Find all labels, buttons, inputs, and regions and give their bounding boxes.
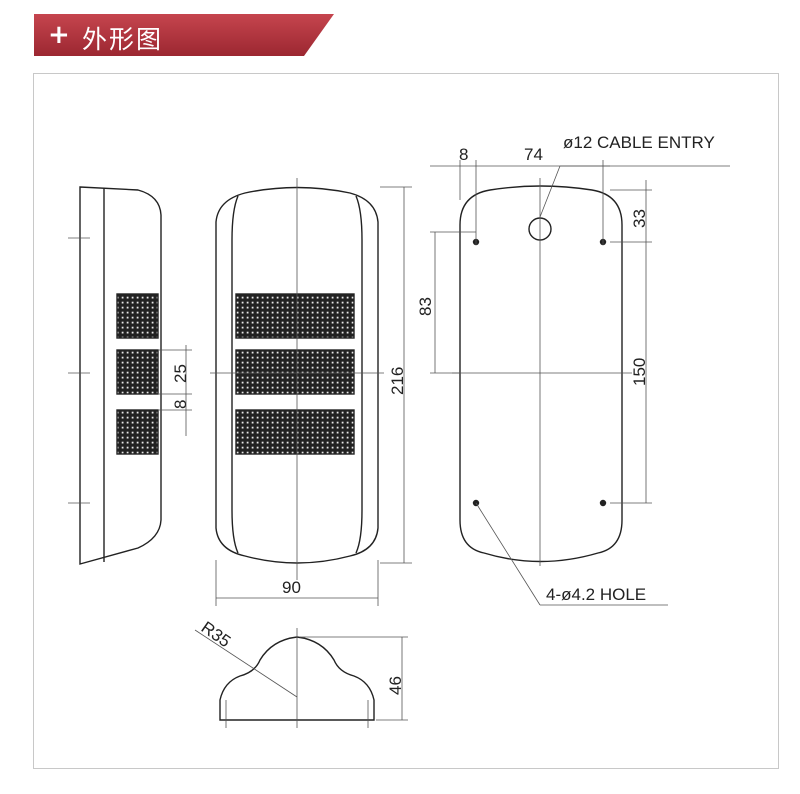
dim-back-width: 74	[524, 145, 543, 164]
dim-hole-spacing-upper: 83	[416, 297, 435, 316]
dim-hole-spacing: 150	[630, 358, 649, 386]
label-cable-entry: ø12 CABLE ENTRY	[563, 133, 715, 152]
dim-back-offset: 8	[459, 145, 468, 164]
banner-background	[34, 14, 334, 56]
dim-base-height: 46	[386, 676, 405, 695]
dim-side-8: 8	[171, 400, 190, 409]
end-view: R35 46	[194, 618, 408, 728]
section-title: 外形图	[82, 25, 164, 54]
dim-radius: R35	[198, 618, 234, 651]
dim-top-offset: 33	[630, 209, 649, 228]
back-view: 8 74 ø12 CABLE ENTRY 33 83 150 4-ø4.2 HO…	[416, 133, 730, 606]
front-view: 216 90	[210, 178, 412, 606]
section-banner: + 外形图	[34, 14, 334, 56]
plus-icon: +	[48, 20, 70, 50]
label-holes: 4-ø4.2 HOLE	[546, 585, 646, 604]
drawing-frame	[33, 73, 779, 769]
side-view: 25 8	[68, 186, 192, 565]
dim-front-width: 90	[282, 578, 301, 597]
dim-side-25: 25	[171, 364, 190, 383]
dim-front-height: 216	[388, 367, 407, 395]
